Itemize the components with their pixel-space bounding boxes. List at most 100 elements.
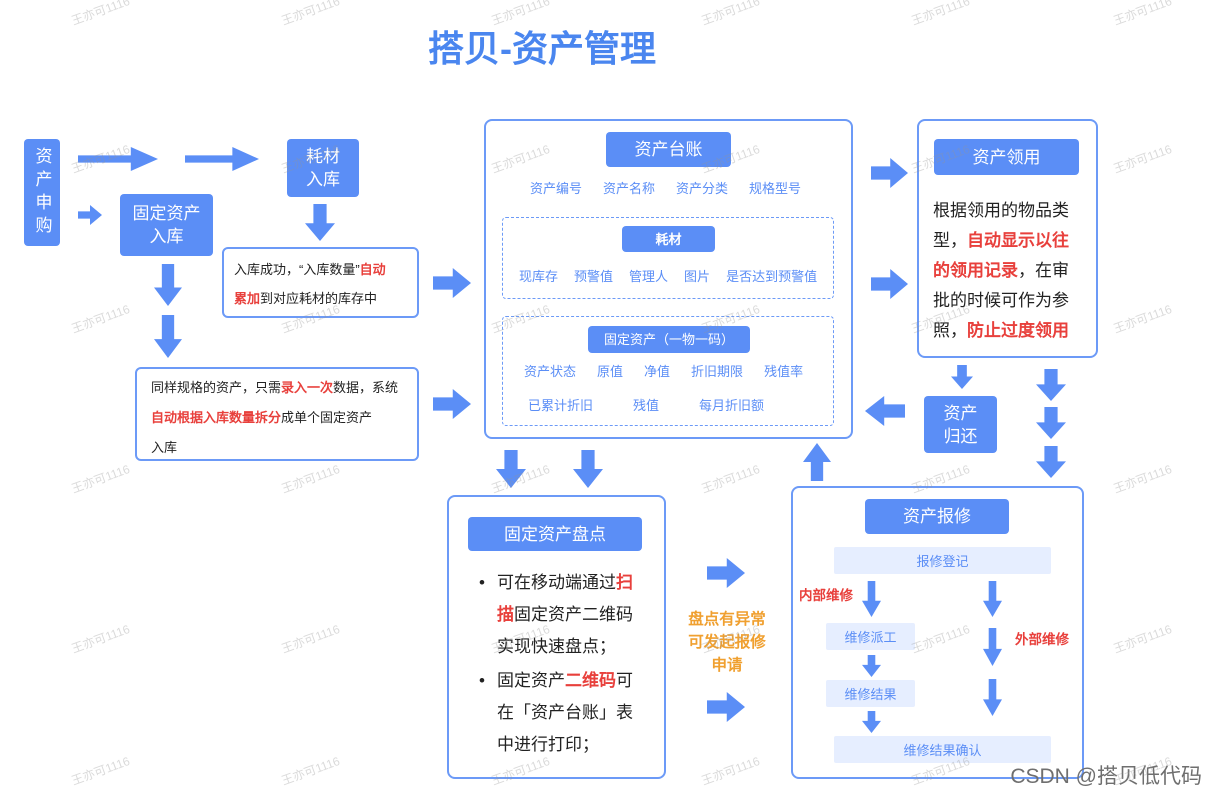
usage-highlight: 防止过度领用 <box>967 321 1069 340</box>
consumables-fields: 现库存 预警值 管理人 图片 是否达到预警值 <box>519 268 817 286</box>
repair-step-register: 报修登记 <box>834 547 1051 574</box>
note-text: 入库成功，“入库数量” <box>234 262 360 277</box>
fixed-assets-field: 已累计折旧 <box>528 398 594 413</box>
consumables-section <box>502 217 834 299</box>
arrow-right-icon <box>871 158 908 188</box>
consumable-inbound-line: 入库 <box>306 170 340 189</box>
fixed-assets-fields-row2: 已累计折旧 残值 每月折旧额 <box>528 397 764 415</box>
arrow-down-icon <box>573 450 603 488</box>
usage-title: 资产领用 <box>934 139 1079 175</box>
watermark: 王亦可1116 <box>279 461 342 496</box>
consumable-inbound-line: 耗材 <box>306 147 340 166</box>
note-text: 入库 <box>151 440 178 455</box>
watermark: 王亦可1116 <box>1111 141 1174 176</box>
watermark: 王亦可1116 <box>279 0 342 28</box>
external-repair-label: 外部维修 <box>1015 632 1069 647</box>
footer-credit: CSDN @搭贝低代码 <box>1010 765 1202 788</box>
inventory-check-list: 可在移动端通过扫描固定资产二维码实现快速盘点； 固定资产二维码可在「资产台账」表… <box>479 567 637 761</box>
purchase-box: 资产申购 <box>24 139 60 246</box>
note-text: 同样规格的资产，只需 <box>151 380 282 395</box>
arrow-down-icon <box>983 628 1002 666</box>
arrow-down-icon <box>496 450 526 488</box>
usage-panel <box>917 119 1098 358</box>
watermark: 王亦可1116 <box>69 301 132 336</box>
internal-repair-label: 内部维修 <box>799 588 853 603</box>
watermark: 王亦可1116 <box>279 621 342 656</box>
ledger-field: 资产编号 <box>530 181 583 196</box>
consumables-title: 耗材 <box>622 226 715 252</box>
fixed-assets-field: 残值 <box>633 398 660 413</box>
repair-title: 资产报修 <box>865 499 1009 534</box>
inventory-check-title-text: 固定资产盘点 <box>504 524 606 544</box>
repair-panel <box>791 486 1084 779</box>
return-line: 归还 <box>943 426 978 446</box>
arrow-right-icon <box>871 269 908 299</box>
usage-description: 根据领用的物品类型，自动显示以往的领用记录，在审批的时候可作为参照，防止过度领用 <box>933 196 1075 346</box>
arrow-down-icon <box>983 581 1002 617</box>
fixed-assets-field: 折旧期限 <box>691 364 744 379</box>
anomaly-note: 盘点有异常可发起报修申请 <box>688 611 766 674</box>
usage-text: 根据领用的物品类型， <box>933 201 1069 250</box>
note-text: 到对应耗材的库存中 <box>260 291 378 306</box>
fixed-assets-field: 每月折旧额 <box>699 398 765 413</box>
ledger-panel <box>484 119 853 439</box>
list-highlight: 扫描 <box>497 573 633 624</box>
fixed-assets-title-text: 固定资产（一物一码） <box>603 332 734 347</box>
arrow-down-icon <box>862 655 881 677</box>
page-title: 搭贝-资产管理 <box>428 28 656 69</box>
usage-text: ，在审批的时候可作为参照， <box>933 261 1069 340</box>
arrow-down-icon <box>154 264 182 306</box>
fixed-assets-field: 净值 <box>644 364 671 379</box>
repair-step-result: 维修结果 <box>826 680 915 707</box>
watermark: 王亦可1116 <box>1111 0 1174 28</box>
note-text: 数据，系统 <box>333 380 399 395</box>
return-box: 资产 归还 <box>924 396 997 453</box>
watermark: 王亦可1116 <box>699 461 762 496</box>
watermark: 王亦可1116 <box>279 753 342 788</box>
list-text: 固定资产二维码实现快速盘点； <box>497 605 633 656</box>
arrow-down-icon <box>1036 446 1066 478</box>
fixed-assets-field: 残值率 <box>764 364 804 379</box>
usage-title-text: 资产领用 <box>972 147 1041 167</box>
inventory-check-title: 固定资产盘点 <box>468 517 642 551</box>
fixed-inbound-line: 固定资产 <box>132 204 201 223</box>
arrow-right-icon <box>707 558 745 588</box>
arrow-right-icon <box>433 268 471 298</box>
consumable-inbound-note: 入库成功，“入库数量”自动累加到对应耗材的库存中 <box>222 247 419 318</box>
arrow-right-icon <box>707 692 745 722</box>
note-highlight: 自动根据入库数量拆分 <box>151 410 282 425</box>
ledger-title-text: 资产台账 <box>634 140 703 159</box>
ledger-fields: 资产编号 资产名称 资产分类 规格型号 <box>530 180 801 198</box>
list-item: 可在移动端通过扫描固定资产二维码实现快速盘点； <box>479 567 637 663</box>
watermark: 王亦可1116 <box>699 0 762 28</box>
arrow-down-icon <box>1036 369 1066 401</box>
watermark: 王亦可1116 <box>909 0 972 28</box>
repair-step-confirm: 维修结果确认 <box>834 736 1051 763</box>
arrow-down-icon <box>305 204 335 241</box>
arrow-right-icon <box>433 389 471 419</box>
ledger-field: 规格型号 <box>749 181 802 196</box>
watermark: 王亦可1116 <box>69 753 132 788</box>
list-text: 可在「资产台账」表中进行打印； <box>497 671 633 754</box>
fixed-assets-field: 原值 <box>597 364 624 379</box>
inventory-check-panel <box>447 495 666 779</box>
list-highlight: 二维码 <box>565 671 616 690</box>
list-text: 可在移动端通过 <box>497 573 616 592</box>
fixed-inbound-box: 固定资产 入库 <box>120 194 213 256</box>
list-text: 固定资产 <box>497 671 565 690</box>
consumables-field: 是否达到预警值 <box>726 269 818 284</box>
arrow-down-icon <box>983 679 1002 716</box>
arrow-down-icon <box>1036 407 1066 439</box>
fixed-assets-field: 资产状态 <box>524 364 577 379</box>
fixed-inbound-note: 同样规格的资产，只需录入一次数据，系统自动根据入库数量拆分成单个固定资产入库 <box>135 367 419 461</box>
watermark: 王亦可1116 <box>69 621 132 656</box>
consumable-inbound-box: 耗材 入库 <box>287 139 359 197</box>
arrow-down-icon <box>154 315 182 358</box>
consumables-field: 预警值 <box>574 269 614 284</box>
ledger-title: 资产台账 <box>606 132 731 167</box>
consumables-field: 管理人 <box>629 269 669 284</box>
note-highlight: 录入一次 <box>281 380 334 395</box>
return-line: 资产 <box>943 403 978 423</box>
note-highlight: 自动累加 <box>234 262 386 306</box>
ledger-field: 资产名称 <box>603 181 656 196</box>
